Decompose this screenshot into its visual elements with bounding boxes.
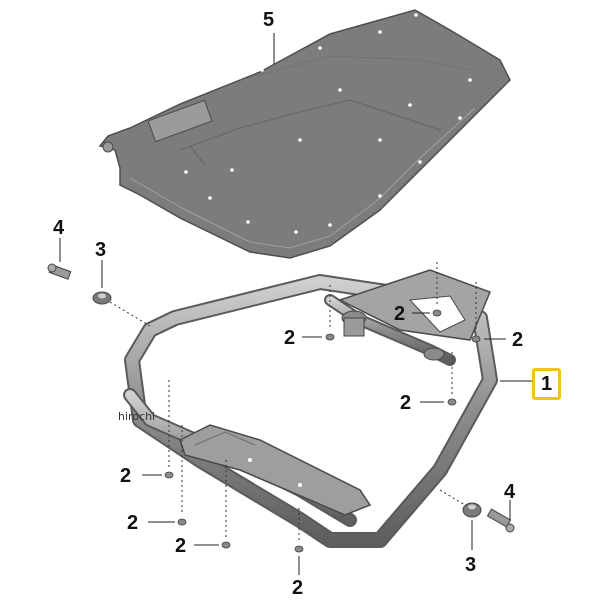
callout-5: 5 — [263, 9, 275, 31]
leader-lines — [59, 238, 532, 575]
callout-2-bottom: 2 — [292, 577, 304, 599]
callout-2-bracket-mid: 2 — [394, 303, 406, 325]
washer-3-bottom — [462, 502, 482, 518]
callout-4-top: 4 — [53, 217, 65, 239]
top-plate — [98, 9, 511, 259]
callout-3-top: 3 — [95, 239, 107, 261]
watermark-text: hirochi — [118, 410, 156, 423]
step-plate — [179, 424, 372, 516]
callout-2-left-a: 2 — [120, 465, 132, 487]
callout-2-left-c: 2 — [175, 535, 187, 557]
callout-3-bottom: 3 — [465, 554, 477, 576]
callout-2-left-b: 2 — [127, 512, 139, 534]
callout-2-bracket-right: 2 — [512, 329, 524, 351]
callout-2-bracket-left: 2 — [284, 327, 296, 349]
bolt-4-top — [47, 263, 72, 280]
mounting-bracket — [338, 269, 491, 361]
fasteners — [47, 262, 515, 553]
washer-3-top — [92, 291, 112, 305]
callout-1-highlighted: 1 — [532, 368, 562, 400]
bolt-4-bottom — [486, 508, 515, 533]
callout-4-bottom: 4 — [504, 481, 516, 503]
callout-2-rail-right: 2 — [400, 392, 412, 414]
